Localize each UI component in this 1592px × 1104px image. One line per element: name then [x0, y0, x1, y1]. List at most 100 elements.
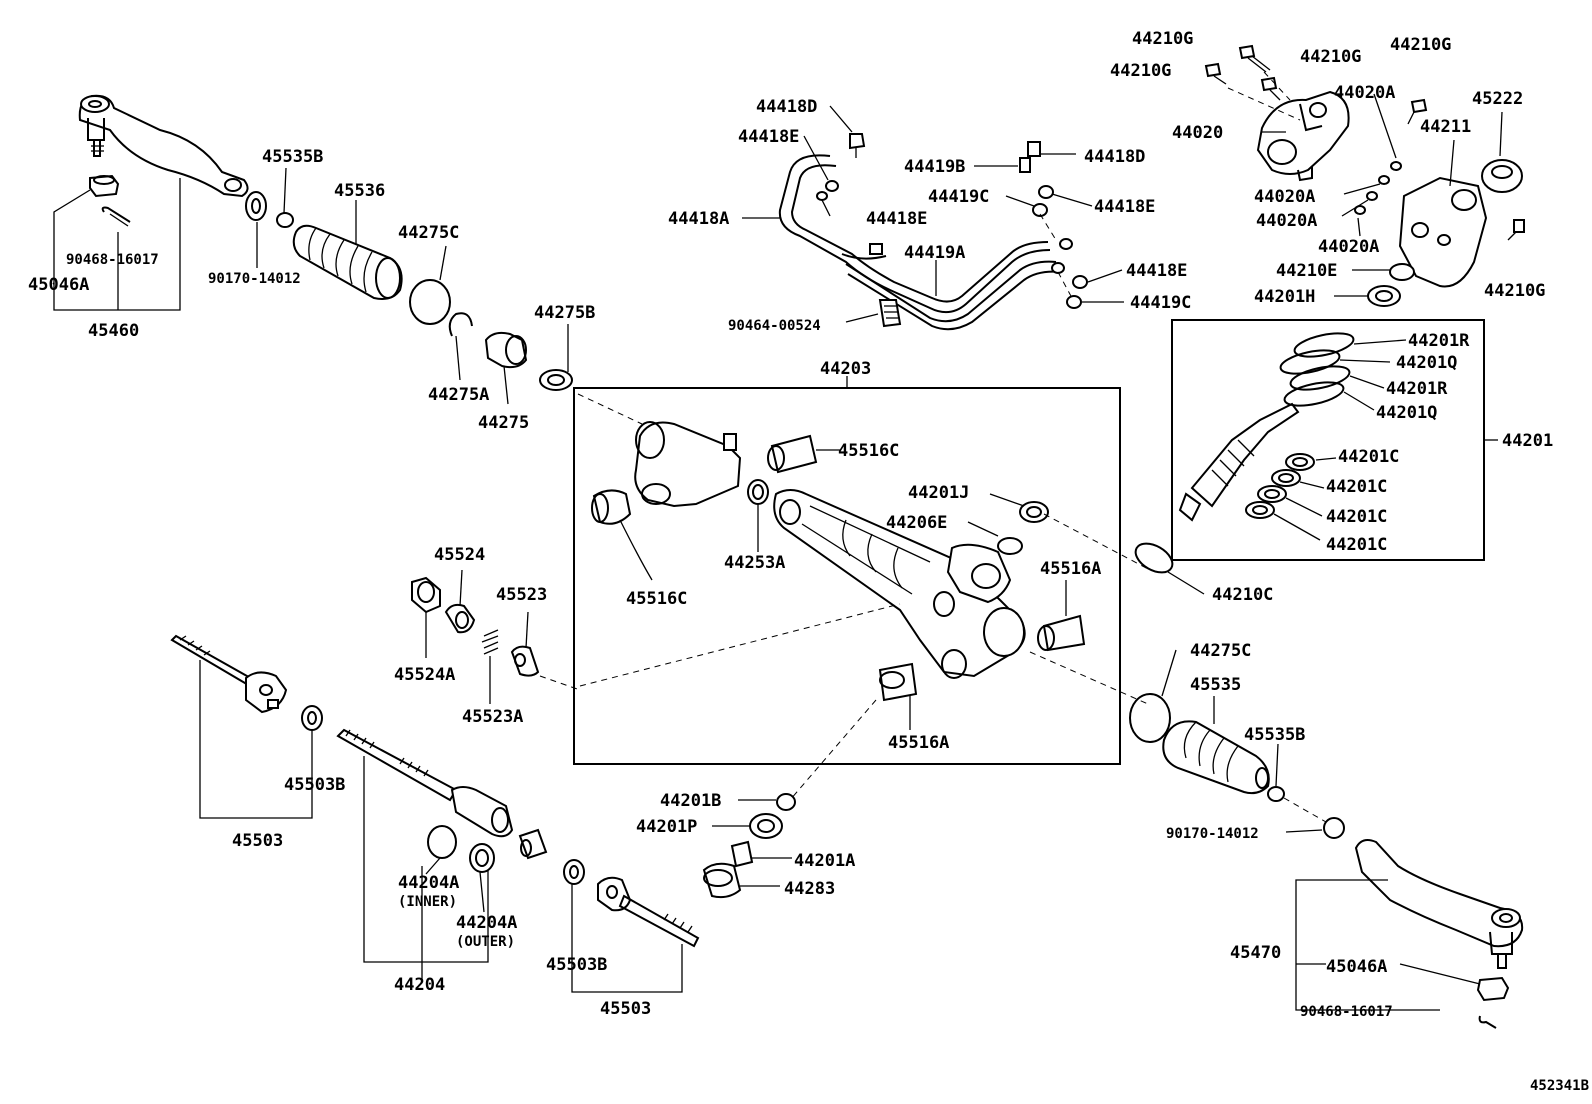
- left-boot-clamp-44275C: [409, 245, 451, 325]
- label-45524: 45524: [434, 545, 485, 565]
- label-44210G-4: 44210G: [1390, 35, 1451, 55]
- label-45524A: 45524A: [394, 665, 455, 685]
- o-ring-44210C: [1134, 542, 1205, 595]
- label-45046A-right: 45046A: [1326, 957, 1387, 977]
- label-44204: 44204: [394, 975, 445, 995]
- small-o-rings-44020A: [1262, 93, 1402, 237]
- label-44020A-3: 44020A: [1256, 211, 1317, 231]
- label-44419C-b: 44419C: [1130, 293, 1191, 313]
- label-45523: 45523: [496, 585, 547, 605]
- label-44418E-a: 44418E: [738, 127, 799, 147]
- rack-bar-drawing: [336, 728, 548, 980]
- label-45523A: 45523A: [462, 707, 523, 727]
- rack-housing-drawing: [634, 421, 1026, 679]
- label-44201C-1: 44201C: [1338, 447, 1399, 467]
- label-45536: 45536: [334, 181, 385, 201]
- housing-44211-drawing: [1398, 111, 1523, 288]
- label-44201Q-b: 44201Q: [1376, 403, 1437, 423]
- label-44418E-b: 44418E: [866, 209, 927, 229]
- rack-bushings-drawing: [591, 434, 1086, 730]
- label-44020A-2: 44020A: [1254, 187, 1315, 207]
- label-45222: 45222: [1472, 89, 1523, 109]
- label-44204A-inner: 44204A: [398, 873, 459, 893]
- label-44275A: 44275A: [428, 385, 489, 405]
- label-44283: 44283: [784, 879, 835, 899]
- label-44418E-c: 44418E: [1094, 197, 1155, 217]
- label-45046A-left: 45046A: [28, 275, 89, 295]
- rack-seals-44204A: [425, 825, 495, 913]
- tube-fittings-drawing: [816, 133, 1088, 328]
- label-44211: 44211: [1420, 117, 1471, 137]
- label-44418D-b: 44418D: [1084, 147, 1145, 167]
- left-inner-tie-rod-drawing: [170, 634, 323, 819]
- valve-seals-44201C: [1245, 339, 1407, 541]
- label-45516C-a: 45516C: [838, 441, 899, 461]
- label-45503B-right: 45503B: [546, 955, 607, 975]
- label-90170-14012-right: 90170-14012: [1166, 826, 1259, 842]
- label-45460: 45460: [88, 321, 139, 341]
- label-44275: 44275: [478, 413, 529, 433]
- adjuster-parts-drawing: [411, 569, 540, 704]
- seals-44210E-44201H: [1334, 263, 1415, 307]
- left-nut-drawing: [89, 174, 120, 198]
- label-90468-16017-right: 90468-16017: [1300, 1004, 1393, 1020]
- label-44275C-right: 44275C: [1190, 641, 1251, 661]
- label-44210E: 44210E: [1276, 261, 1337, 281]
- label-44020A-4: 44020A: [1318, 237, 1379, 257]
- label-44201P: 44201P: [636, 817, 697, 837]
- label-44201: 44201: [1502, 431, 1553, 451]
- label-44201Q-a: 44201Q: [1396, 353, 1457, 373]
- label-45503B-left: 45503B: [284, 775, 345, 795]
- tube-leader-lines: [742, 105, 1124, 323]
- label-90170-14012-left: 90170-14012: [208, 271, 301, 287]
- left-cotter-pin-drawing: [101, 206, 131, 227]
- label-44201B: 44201B: [660, 791, 721, 811]
- label-44419B: 44419B: [904, 157, 965, 177]
- label-44418A: 44418A: [668, 209, 729, 229]
- label-45470: 45470: [1230, 943, 1281, 963]
- label-44204A-outer: 44204A: [456, 913, 517, 933]
- label-44201C-3: 44201C: [1326, 507, 1387, 527]
- label-45516A-b: 45516A: [888, 733, 949, 753]
- pinion-parts-drawing: [702, 793, 796, 899]
- label-44275C-left: 44275C: [398, 223, 459, 243]
- pressure-tubes-drawing: [778, 154, 1061, 331]
- label-44201C-2: 44201C: [1326, 477, 1387, 497]
- image-code: 452341B: [1530, 1078, 1589, 1094]
- right-boot-drawing: [1129, 649, 1345, 839]
- right-tie-rod-end-drawing: [1295, 839, 1524, 1029]
- label-45535: 45535: [1190, 675, 1241, 695]
- label-44203: 44203: [820, 359, 871, 379]
- label-45535B-left: 45535B: [262, 147, 323, 167]
- label-44201R-a: 44201R: [1408, 331, 1470, 351]
- ring-44275A: [448, 312, 473, 381]
- label-44419A: 44419A: [904, 243, 965, 263]
- label-45516C-b: 45516C: [626, 589, 687, 609]
- label-44201R-b: 44201R: [1386, 379, 1448, 399]
- label-44201H: 44201H: [1254, 287, 1315, 307]
- label-44201J: 44201J: [908, 483, 969, 503]
- label-45503-left: 45503: [232, 831, 283, 851]
- label-inner: (INNER): [398, 894, 457, 910]
- valve-spool-drawing: [1178, 332, 1355, 522]
- label-44210G-5: 44210G: [1484, 281, 1545, 301]
- label-44201C-4: 44201C: [1326, 535, 1387, 555]
- label-45516A-a: 45516A: [1040, 559, 1101, 579]
- left-tie-rod-end-drawing: [78, 94, 249, 198]
- label-44418D: 44418D: [756, 97, 817, 117]
- right-inner-tie-rod-drawing: [563, 859, 700, 993]
- label-45535B-right: 45535B: [1244, 725, 1305, 745]
- left-bracket-lines: [53, 178, 181, 311]
- label-44020: 44020: [1172, 123, 1223, 143]
- label-44418E-d: 44418E: [1126, 261, 1187, 281]
- label-44210G-1: 44210G: [1132, 29, 1193, 49]
- label-44020A-1: 44020A: [1334, 83, 1395, 103]
- rack-dashed-guides: [539, 393, 1151, 801]
- left-clip-45535B: [245, 167, 294, 268]
- label-outer: (OUTER): [456, 934, 515, 950]
- label-44275B: 44275B: [534, 303, 595, 323]
- seal-44275B: [539, 324, 573, 391]
- label-44210G-3: 44210G: [1300, 47, 1361, 67]
